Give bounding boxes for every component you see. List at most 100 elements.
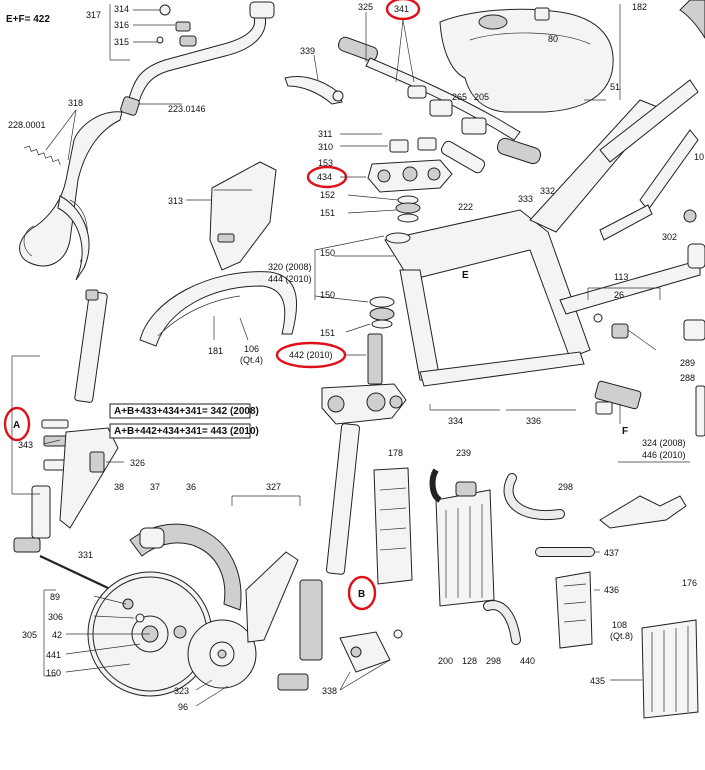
bar-clamps [407, 85, 487, 135]
label-318: 318 [68, 98, 83, 108]
label-306: 306 [48, 612, 63, 622]
label-446: 446 (2010) [642, 450, 686, 460]
frame [384, 79, 701, 387]
label-223-0146: 223.0146 [168, 104, 206, 114]
label-325: 325 [358, 2, 373, 12]
header-code: E+F= 422 [6, 14, 50, 25]
label-341: 341 [394, 4, 409, 14]
label-320: 320 (2008) [268, 262, 312, 272]
label-152: 152 [320, 190, 335, 200]
front-wheel [87, 523, 242, 697]
label-42: 42 [52, 630, 62, 640]
label-80: 80 [548, 34, 558, 44]
formula-2008: A+B+433+434+341= 342 (2008) [114, 406, 259, 417]
label-E: E [462, 270, 469, 281]
label-339: 339 [300, 46, 315, 56]
label-239: 239 [456, 448, 471, 458]
label-200: 200 [438, 656, 453, 666]
label-298-lower: 298 [486, 656, 501, 666]
label-316: 316 [114, 20, 129, 30]
label-108-qty: (Qt.8) [610, 631, 633, 641]
radiator-guard-left [373, 467, 413, 585]
formula-box-2008 [109, 403, 251, 419]
label-10: 10 [694, 152, 704, 162]
label-106-qty: (Qt.4) [240, 355, 263, 365]
exhaust-spring [23, 145, 61, 166]
label-108: 108 [612, 620, 627, 630]
label-26: 26 [614, 290, 624, 300]
right-edge-parts [679, 0, 705, 437]
label-228-0001: 228.0001 [8, 120, 46, 130]
brake-caliper [339, 629, 403, 673]
highlight-ring-341 [385, 0, 421, 21]
label-37: 37 [150, 482, 160, 492]
label-38: 38 [114, 482, 124, 492]
label-441: 441 [46, 650, 61, 660]
front-fender [139, 271, 298, 347]
label-336: 336 [526, 416, 541, 426]
rear-footpeg [594, 380, 642, 415]
label-442: 442 (2010) [289, 350, 333, 360]
label-96: 96 [178, 702, 188, 712]
clutch-lever [284, 76, 344, 105]
right-fork-leg [277, 423, 360, 691]
bolt-group-top-left [109, 4, 197, 61]
silencer [19, 111, 123, 281]
label-444: 444 (2010) [268, 274, 312, 284]
label-298-upper: 298 [558, 482, 573, 492]
leader-lines [11, 4, 642, 707]
label-305: 305 [22, 630, 37, 640]
label-289: 289 [680, 358, 695, 368]
label-F: F [622, 426, 628, 437]
label-436: 436 [604, 585, 619, 595]
label-265: 265 [452, 92, 467, 102]
radiator-left [435, 481, 495, 607]
label-435: 435 [590, 676, 605, 686]
label-440: 440 [520, 656, 535, 666]
label-222: 222 [458, 202, 473, 212]
brake-disc [187, 619, 257, 689]
label-153: 153 [318, 158, 333, 168]
part-labels: 317 314 316 315 325 341 80 182 339 318 2… [8, 2, 704, 712]
label-315: 315 [114, 37, 129, 47]
label-311: 311 [318, 129, 332, 139]
exhaust-header-pipe [120, 1, 275, 116]
label-36: 36 [186, 482, 196, 492]
label-327: 327 [266, 482, 281, 492]
side-stand-bracket [599, 461, 690, 529]
label-333: 333 [518, 194, 533, 204]
label-326: 326 [130, 458, 145, 468]
label-178: 178 [388, 448, 403, 458]
hub-parts [122, 598, 187, 639]
radiator-guard-right [555, 571, 593, 649]
label-338: 338 [322, 686, 337, 696]
label-302: 302 [662, 232, 677, 242]
highlight-ring-442 [275, 341, 347, 369]
label-334: 334 [448, 416, 463, 426]
label-205: 205 [474, 92, 489, 102]
steering-bearings [369, 195, 421, 329]
steering-stem-lower-clamp [321, 333, 407, 425]
label-434: 434 [317, 172, 332, 182]
label-128: 128 [462, 656, 477, 666]
highlight-ring-A [3, 406, 31, 442]
label-89: 89 [50, 592, 60, 602]
label-181: 181 [208, 346, 223, 356]
radiator-right [641, 619, 699, 719]
label-160: 160 [46, 668, 61, 678]
left-fork-leg [13, 289, 108, 553]
label-437: 437 [604, 548, 619, 558]
label-317: 317 [86, 10, 101, 20]
fork-guard-left [59, 427, 119, 529]
label-151-lower: 151 [320, 328, 335, 338]
label-310: 310 [318, 142, 333, 152]
label-106: 106 [244, 344, 259, 354]
label-182: 182 [632, 2, 647, 12]
radiator-hoses [429, 468, 595, 645]
label-151-upper: 151 [320, 208, 335, 218]
label-113: 113 [614, 272, 628, 282]
highlight-ring-B [347, 575, 377, 611]
label-B: B [358, 589, 365, 600]
